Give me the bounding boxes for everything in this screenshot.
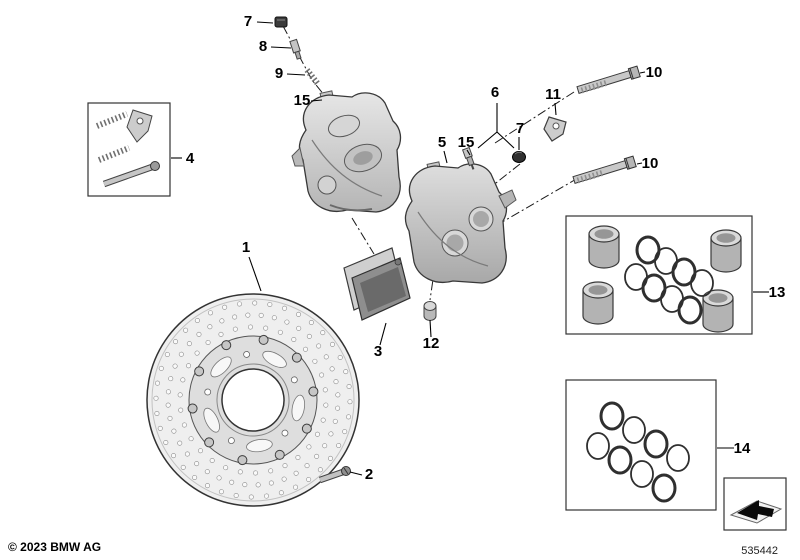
seal-ring [622,416,646,444]
brake-disc [146,293,360,507]
caliper-bolt-upper [577,66,640,93]
bleed-cap-mid [512,151,526,163]
disc-bolt [318,466,351,484]
bleed-cap-top [274,16,288,28]
piston-repair-kit-box [565,215,753,335]
front-brake-caliper-right [404,161,517,284]
piston [710,229,742,273]
callout-9[interactable]: 9 [275,65,283,82]
callout-7-top[interactable]: 7 [244,13,252,30]
seal-ring [643,429,669,459]
carrier-bolt-holes [204,351,298,445]
callout-8[interactable]: 8 [259,38,267,55]
seal-ring [651,473,677,503]
spring-top [95,111,129,129]
pad-pin [103,164,153,187]
seal-ring [607,445,633,475]
piston [582,281,614,325]
seal-ring [599,401,625,431]
caliper-bolt-lower [573,156,636,183]
disc-bobbins [187,334,319,466]
piston [702,289,734,333]
pad-pin-head [150,161,160,171]
seal-ring [630,460,654,488]
callout-12[interactable]: 12 [423,335,440,352]
retainer-clip [126,109,153,143]
bleed-valve-top [289,38,302,60]
seal-ring [666,444,690,472]
callout-14[interactable]: 14 [734,440,751,457]
carrier-cutouts [203,350,306,453]
leader-lines [171,21,769,476]
dust-sleeve [304,68,321,86]
copyright-text: © 2023 BMW AG [8,540,102,554]
brake-pads [343,247,411,321]
view-direction-box [723,477,787,531]
callout-7-mid[interactable]: 7 [516,120,524,137]
seal-ring [690,269,714,297]
piston [588,225,620,269]
callout-10-upper[interactable]: 10 [646,64,663,81]
callout-11[interactable]: 11 [545,86,561,103]
direction-arrow-icon [737,500,774,520]
retainer-kit-box [87,102,171,197]
callout-2[interactable]: 2 [365,466,373,483]
callout-5[interactable]: 5 [438,134,446,151]
seal-ring [677,295,703,325]
callout-4[interactable]: 4 [186,150,195,167]
callout-1[interactable]: 1 [242,239,250,256]
bleed-valve-mid [461,146,475,170]
callout-10-lower[interactable]: 10 [642,155,659,172]
disc-center-bore [221,368,285,432]
retaining-clip [543,116,567,142]
spring-bottom [97,145,131,163]
callout-13[interactable]: 13 [769,284,786,301]
disc-drill-holes [153,300,353,500]
callout-15-mid[interactable]: 15 [458,134,475,151]
clip-hole [136,117,144,125]
diagram-number: 535442 [741,545,778,557]
callout-15-top[interactable]: 15 [294,92,311,109]
front-brake-caliper-left [291,90,402,213]
callout-3[interactable]: 3 [374,343,382,360]
callout-6[interactable]: 6 [491,84,499,101]
seal-ring [586,432,610,460]
seal-repair-kit-box [565,379,717,511]
cap-nut [423,301,437,321]
